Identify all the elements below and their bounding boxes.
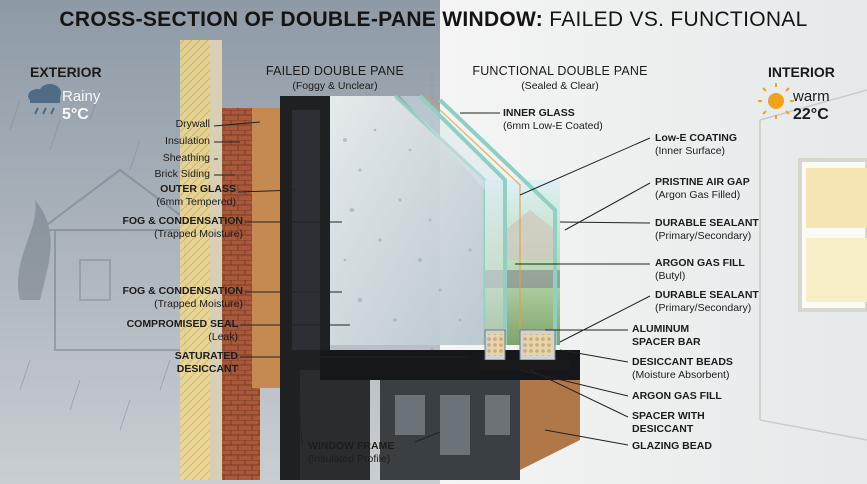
callout-saturated-desiccant: SATURATED DESICCANT	[78, 350, 238, 376]
interior-weather: warm 22°C	[793, 88, 830, 124]
callout-fog-condensation-2: FOG & CONDENSATION (Trapped Moisture)	[83, 285, 243, 311]
interior-heading: INTERIOR	[768, 64, 835, 80]
insulation-layer	[180, 40, 210, 480]
callout-low-e-coating: Low-E COATING (Inner Surface)	[655, 132, 795, 158]
callout-compromised-seal: COMPROMISED SEAL (Leak)	[78, 318, 238, 344]
callout-inner-glass: INNER GLASS (6mm Low-E Coated)	[503, 107, 643, 133]
title-bold: CROSS-SECTION OF DOUBLE-PANE WINDOW:	[59, 8, 543, 31]
callout-desiccant-beads: DESICCANT BEADS (Moisture Absorbent)	[632, 356, 782, 382]
callout-spacer-with-desiccant: SPACER WITH DESICCANT	[632, 410, 772, 436]
callout-durable-sealant-1: DURABLE SEALANT (Primary/Secondary)	[655, 217, 795, 243]
callout-glazing-bead: GLAZING BEAD	[632, 440, 772, 453]
failed-pane-subtitle: (Foggy & Unclear)	[250, 79, 420, 94]
sheathing-layer	[210, 40, 222, 480]
exterior-condition: Rainy	[62, 88, 100, 105]
diagram-title: CROSS-SECTION OF DOUBLE-PANE WINDOW: FAI…	[0, 8, 867, 32]
wood-jamb	[252, 108, 282, 388]
exterior-temp: 5°C	[62, 106, 100, 124]
functional-pane-header: FUNCTIONAL DOUBLE PANE (Sealed & Clear)	[460, 64, 660, 94]
callout-durable-sealant-2: DURABLE SEALANT (Primary/Secondary)	[655, 289, 795, 315]
wall-layer-brick-siding: Brick Siding	[110, 168, 210, 181]
callout-argon-gas-fill-2: ARGON GAS FILL	[632, 390, 772, 403]
callout-fog-condensation-1: FOG & CONDENSATION (Trapped Moisture)	[83, 215, 243, 241]
functional-pane-subtitle: (Sealed & Clear)	[460, 79, 660, 94]
callout-pristine-air-gap: PRISTINE AIR GAP (Argon Gas Filled)	[655, 176, 795, 202]
callout-argon-gas-fill-1: ARGON GAS FILL (Butyl)	[655, 257, 795, 283]
title-light: FAILED VS. FUNCTIONAL	[549, 8, 807, 31]
sealant-strip	[480, 360, 570, 370]
wall-layer-insulation: Insulation	[110, 135, 210, 148]
exterior-weather: Rainy 5°C	[62, 88, 100, 124]
failed-pane-header: FAILED DOUBLE PANE (Foggy & Unclear)	[250, 64, 420, 94]
interior-temp: 22°C	[793, 106, 830, 124]
wall-layer-drywall: Drywall	[110, 118, 210, 131]
callout-aluminum-spacer-bar: ALUMINUM SPACER BAR	[632, 323, 772, 349]
interior-condition: warm	[793, 88, 830, 105]
exterior-heading: EXTERIOR	[30, 64, 102, 80]
failed-pane-title: FAILED DOUBLE PANE	[250, 64, 420, 79]
wall-layer-sheathing: Sheathing	[110, 152, 210, 165]
functional-pane-title: FUNCTIONAL DOUBLE PANE	[460, 64, 660, 79]
callout-outer-glass: OUTER GLASS (6mm Tempered)	[96, 183, 236, 209]
callout-window-frame: WINDOW FRAME (Insulated Profile)	[308, 440, 428, 466]
